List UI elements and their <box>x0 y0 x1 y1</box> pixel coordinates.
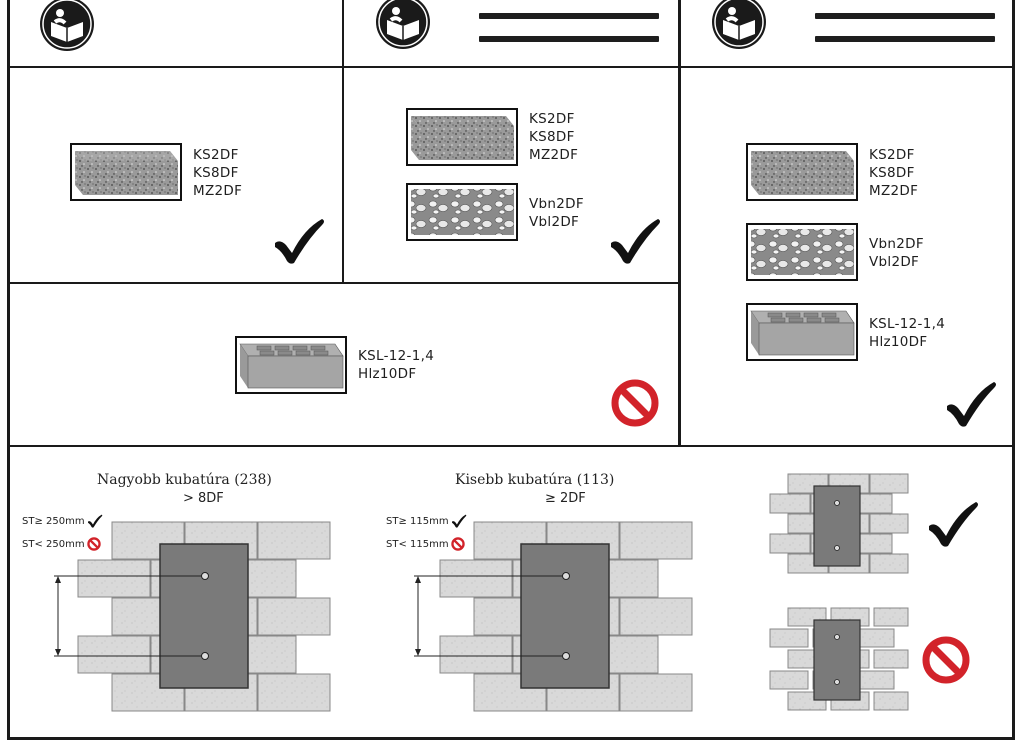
divider <box>7 66 1015 68</box>
divider <box>678 0 681 447</box>
concrete-block-image <box>746 223 858 281</box>
prohibited-icon <box>86 537 101 551</box>
spacing-ok-note: ST≥ 250mm <box>22 514 103 528</box>
brick-type-label: KS8DF <box>193 165 239 181</box>
check-mark-icon <box>929 502 978 547</box>
brick-type-label: KS2DF <box>869 147 915 163</box>
manual-book-icon <box>376 0 430 49</box>
wall-incorrect-example <box>768 606 910 712</box>
brick-type-label: KS8DF <box>869 165 915 181</box>
brick-type-label: Hlz10DF <box>869 334 928 350</box>
check-mark-icon <box>947 382 996 427</box>
brick-type-list: KS2DF KS8DF MZ2DF <box>529 110 578 164</box>
bolt-bar <box>815 36 995 42</box>
solid-brick-image <box>406 108 518 166</box>
wall-subtitle: > 8DF <box>183 491 224 506</box>
wall-diagram-large <box>54 521 331 712</box>
brick-type-list: Vbn2DF Vbl2DF <box>529 195 584 231</box>
brick-type-list: KSL-12-1,4 Hlz10DF <box>358 347 434 383</box>
brick-type-label: KSL-12-1,4 <box>869 316 946 332</box>
wall-diagram-small <box>414 521 693 712</box>
spacing-ok-text: ST≥ 115mm <box>386 515 449 527</box>
bolt-bar <box>815 13 995 19</box>
concrete-block-image <box>406 183 518 241</box>
spacing-no-text: ST< 250mm <box>22 538 85 550</box>
spacing-no-note: ST< 115mm <box>386 537 465 551</box>
wall-title: Kisebb kubatúra (113) <box>455 472 615 488</box>
bolt-bar <box>479 13 659 19</box>
check-mark-icon <box>87 514 102 528</box>
brick-type-label: Vbl2DF <box>529 214 580 230</box>
check-mark-icon <box>611 219 660 264</box>
brick-type-list: KSL-12-1,4 Hlz10DF <box>869 315 945 351</box>
spacing-no-note: ST< 250mm <box>22 537 101 551</box>
check-mark-icon <box>451 514 466 528</box>
prohibited-icon <box>450 537 465 551</box>
perforated-brick-image <box>746 303 858 361</box>
divider <box>342 0 344 284</box>
brick-type-label: Vbl2DF <box>869 254 920 270</box>
brick-type-label: KS8DF <box>529 129 575 145</box>
brick-type-list: Vbn2DF Vbl2DF <box>869 235 924 271</box>
solid-brick-image <box>746 143 858 201</box>
brick-type-label: KS2DF <box>193 147 239 163</box>
spacing-ok-text: ST≥ 250mm <box>22 515 85 527</box>
page-frame <box>7 0 1015 740</box>
brick-type-label: Vbn2DF <box>529 196 584 212</box>
brick-type-list: KS2DF KS8DF MZ2DF <box>869 146 918 200</box>
wall-subtitle: ≥ 2DF <box>545 491 586 506</box>
brick-type-list: KS2DF KS8DF MZ2DF <box>193 146 242 200</box>
solid-brick-image <box>70 143 182 201</box>
spacing-no-text: ST< 115mm <box>386 538 449 550</box>
manual-book-icon <box>40 0 94 51</box>
brick-type-label: MZ2DF <box>529 147 579 163</box>
brick-type-label: MZ2DF <box>869 183 919 199</box>
perforated-brick-image <box>235 336 347 394</box>
prohibited-icon <box>922 636 970 684</box>
check-mark-icon <box>275 219 324 264</box>
brick-type-label: KS2DF <box>529 111 575 127</box>
brick-type-label: Vbn2DF <box>869 236 924 252</box>
brick-type-label: KSL-12-1,4 <box>358 348 435 364</box>
wall-correct-example <box>769 473 909 574</box>
divider <box>7 445 1015 447</box>
bolt-bar <box>479 36 659 42</box>
brick-type-label: MZ2DF <box>193 183 243 199</box>
wall-title: Nagyobb kubatúra (238) <box>97 472 272 488</box>
manual-book-icon <box>712 0 766 49</box>
spacing-ok-note: ST≥ 115mm <box>386 514 467 528</box>
prohibited-icon <box>611 379 659 427</box>
brick-type-label: Hlz10DF <box>358 366 417 382</box>
